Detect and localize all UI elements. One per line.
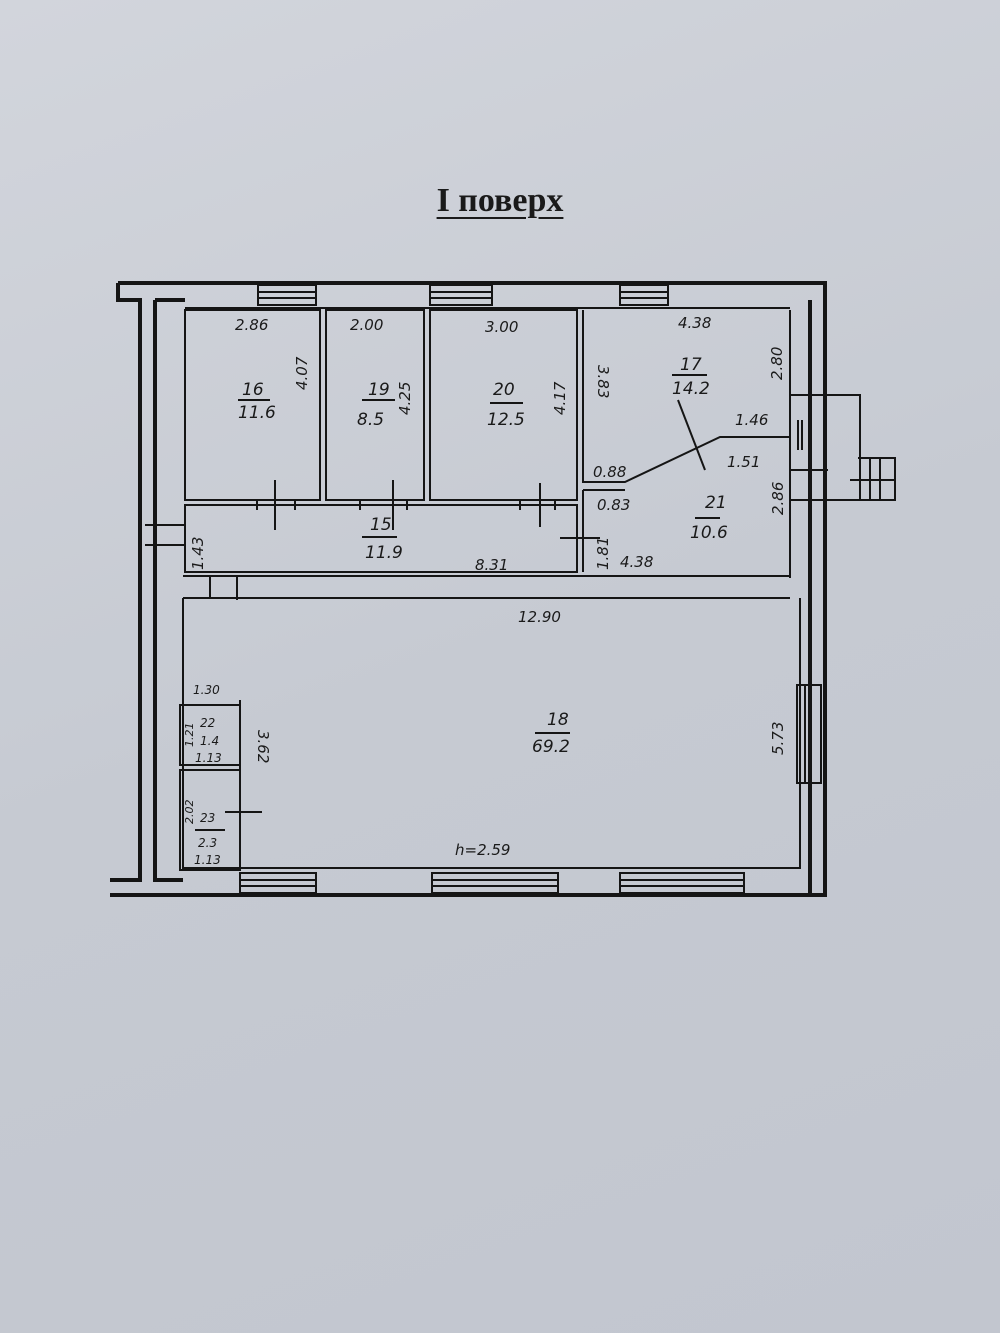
windows xyxy=(239,284,822,894)
svg-text:2.02: 2.02 xyxy=(183,800,196,825)
svg-text:1.13: 1.13 xyxy=(194,853,221,867)
svg-text:8.5: 8.5 xyxy=(357,410,384,430)
svg-text:4.07: 4.07 xyxy=(293,356,311,390)
svg-text:11.9: 11.9 xyxy=(365,543,403,563)
svg-text:2.00: 2.00 xyxy=(350,316,383,334)
svg-text:3.62: 3.62 xyxy=(254,730,272,763)
interior-walls xyxy=(179,309,801,871)
svg-text:14.2: 14.2 xyxy=(672,379,710,399)
svg-text:4.25: 4.25 xyxy=(396,382,414,415)
svg-text:17: 17 xyxy=(680,355,702,375)
svg-text:h=2.59: h=2.59 xyxy=(455,841,510,859)
svg-text:1.46: 1.46 xyxy=(735,411,768,429)
svg-text:1.81: 1.81 xyxy=(594,537,612,570)
svg-text:10.6: 10.6 xyxy=(690,523,728,543)
doors xyxy=(145,394,896,813)
svg-text:12.90: 12.90 xyxy=(518,608,561,626)
svg-text:2.80: 2.80 xyxy=(768,347,786,380)
svg-text:0.88: 0.88 xyxy=(593,463,626,481)
outer-walls xyxy=(110,281,827,897)
svg-text:1.51: 1.51 xyxy=(727,453,760,471)
svg-text:2.3: 2.3 xyxy=(198,836,217,850)
svg-text:15: 15 xyxy=(370,515,392,535)
svg-text:1.30: 1.30 xyxy=(193,683,220,697)
svg-text:5.73: 5.73 xyxy=(769,722,787,755)
svg-text:1.4: 1.4 xyxy=(200,734,219,748)
svg-text:23: 23 xyxy=(200,811,215,825)
svg-text:1.43: 1.43 xyxy=(189,537,207,570)
svg-text:11.6: 11.6 xyxy=(238,403,276,423)
svg-text:21: 21 xyxy=(705,493,727,513)
svg-text:2.86: 2.86 xyxy=(769,482,787,515)
svg-text:0.83: 0.83 xyxy=(597,496,630,514)
svg-text:69.2: 69.2 xyxy=(532,737,570,757)
svg-text:3.83: 3.83 xyxy=(594,365,612,398)
svg-text:3.00: 3.00 xyxy=(485,318,518,336)
svg-text:20: 20 xyxy=(493,380,515,400)
svg-text:1.21: 1.21 xyxy=(183,723,196,748)
svg-text:18: 18 xyxy=(547,710,569,730)
svg-text:8.31: 8.31 xyxy=(475,556,508,574)
svg-text:4.17: 4.17 xyxy=(551,381,569,415)
svg-text:2.86: 2.86 xyxy=(235,316,268,334)
svg-text:19: 19 xyxy=(368,380,390,400)
svg-text:12.5: 12.5 xyxy=(487,410,525,430)
svg-text:1.13: 1.13 xyxy=(195,751,222,765)
svg-text:22: 22 xyxy=(200,716,215,730)
svg-text:4.38: 4.38 xyxy=(620,553,653,571)
svg-text:16: 16 xyxy=(242,380,264,400)
room-labels: 2.86 16 11.6 4.07 2.00 19 8.5 4.25 3.00 … xyxy=(183,314,787,867)
page-title: I поверх xyxy=(436,182,564,219)
svg-text:4.38: 4.38 xyxy=(678,314,711,332)
